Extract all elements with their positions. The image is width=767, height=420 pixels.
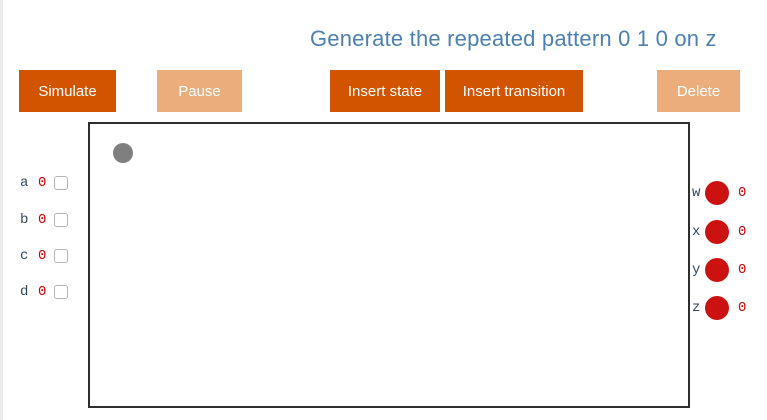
state-node[interactable]: [113, 143, 133, 163]
input-value-a: 0: [38, 175, 47, 191]
output-led-w: [705, 181, 729, 205]
input-checkbox-c[interactable]: [54, 249, 68, 263]
input-value-c: 0: [38, 248, 47, 264]
input-checkbox-a[interactable]: [54, 176, 68, 190]
input-value-d: 0: [38, 284, 47, 300]
output-label-x: x: [692, 224, 701, 240]
insert-transition-button[interactable]: Insert transition: [445, 70, 583, 112]
output-label-y: y: [692, 262, 701, 278]
input-label-d: d: [20, 284, 29, 300]
output-value-z: 0: [738, 300, 747, 316]
input-label-c: c: [20, 248, 29, 264]
pause-button[interactable]: Pause: [157, 70, 242, 112]
output-value-y: 0: [738, 262, 747, 278]
input-label-a: a: [20, 175, 29, 191]
input-checkbox-b[interactable]: [54, 213, 68, 227]
task-title: Generate the repeated pattern 0 1 0 on z: [310, 26, 717, 51]
delete-button[interactable]: Delete: [657, 70, 740, 112]
input-row-d: d 0: [20, 282, 68, 302]
output-row-x: x 0: [692, 220, 746, 244]
simulate-button[interactable]: Simulate: [19, 70, 116, 112]
output-label-w: w: [692, 185, 701, 201]
input-label-b: b: [20, 212, 29, 228]
insert-state-button[interactable]: Insert state: [330, 70, 440, 112]
automaton-canvas[interactable]: [88, 122, 690, 408]
input-value-b: 0: [38, 212, 47, 228]
output-value-w: 0: [738, 185, 747, 201]
output-label-z: z: [692, 300, 701, 316]
output-row-w: w 0: [692, 181, 746, 205]
input-row-a: a 0: [20, 173, 68, 193]
input-checkbox-d[interactable]: [54, 285, 68, 299]
output-led-x: [705, 220, 729, 244]
output-led-y: [705, 258, 729, 282]
output-row-z: z 0: [692, 296, 746, 320]
output-led-z: [705, 296, 729, 320]
window-edge: [0, 0, 3, 420]
output-row-y: y 0: [692, 258, 746, 282]
input-row-c: c 0: [20, 246, 68, 266]
output-value-x: 0: [738, 224, 747, 240]
input-row-b: b 0: [20, 210, 68, 230]
